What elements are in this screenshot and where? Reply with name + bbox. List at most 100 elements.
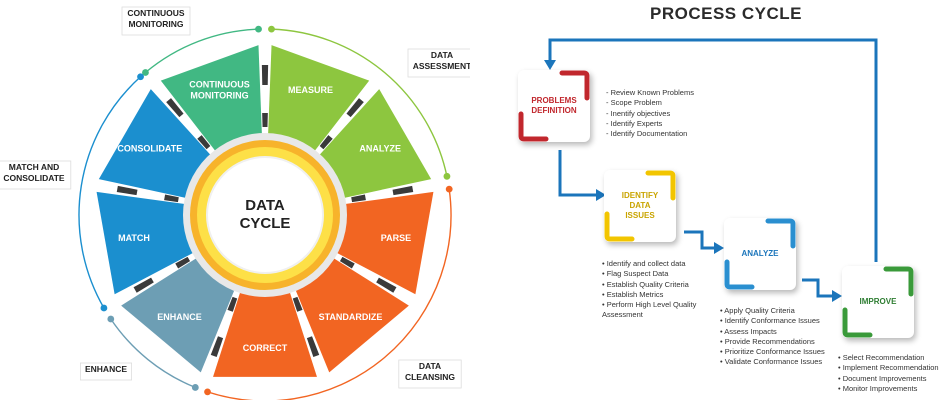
cycle-segment-label: PARSE: [381, 233, 411, 243]
list-item: Flag Suspect Data: [602, 269, 707, 279]
list-item: Review Known Problems: [606, 88, 694, 98]
segment-divider: [339, 256, 355, 269]
arc-endpoint-dot: [255, 25, 262, 33]
list-item: Scope Problem: [606, 98, 694, 108]
phase-label-continuous-monitoring-box: [121, 6, 191, 36]
arrowhead: [596, 189, 606, 201]
feedback-loop-arrow: [548, 38, 878, 262]
outer-phase-arc: [271, 28, 448, 177]
arc-endpoint-dot: [137, 73, 144, 81]
phase-label-enhance-box: [80, 362, 133, 381]
cycle-segment-continuous-monitoring: [160, 45, 262, 152]
stage-card-analyze: ANALYZE: [724, 218, 796, 290]
list-item: Establish Quality Criteria: [602, 280, 707, 290]
list-item: Select Recommendation: [838, 353, 939, 363]
cycle-segment-label: ANALYZE: [359, 144, 401, 154]
data-cycle-wheel: DATA CYCLE MEASUREANALYZEPARSESTANDARDIZ…: [0, 6, 477, 402]
phase-label-enhance: ENHANCE: [85, 364, 127, 374]
segment-divider: [346, 98, 364, 118]
list-item: Identify and collect data: [602, 259, 707, 269]
cycle-segment-consolidate: [98, 89, 212, 199]
stage-corner-decor: [842, 266, 914, 338]
cycle-segment-match: [96, 191, 195, 295]
outer-phase-arc: [144, 28, 259, 74]
list-item: Identify Experts: [606, 119, 694, 129]
segment-divider: [392, 185, 414, 196]
segment-divider: [133, 277, 154, 293]
arc-endpoint-dot: [100, 304, 108, 312]
hub-title-line2: CYCLE: [240, 215, 291, 232]
segment-divider: [319, 135, 333, 150]
cycle-segment-label: MATCH: [118, 233, 150, 243]
cycle-segment-analyze: [318, 89, 432, 199]
cycle-segment-parse: [335, 191, 434, 295]
cycle-segment-label: CORRECT: [243, 343, 288, 353]
cycle-segment-measure: [268, 45, 370, 152]
stage-corner-decor: [724, 218, 796, 290]
list-item: Perform High Level Quality Assessment: [602, 300, 707, 321]
list-item: Implement Recommendation: [838, 363, 939, 373]
cycle-segment-standardize: [295, 257, 409, 373]
arrow-problems-to-identify: [558, 150, 598, 197]
process-cycle-title: PROCESS CYCLE: [650, 4, 802, 23]
segment-divider: [175, 256, 191, 269]
arc-endpoint-dot: [142, 69, 149, 76]
outer-phase-arc: [78, 76, 142, 309]
list-item: Prioritize Conformance Issues: [720, 347, 825, 357]
stage-bullets-analyze: Apply Quality Criteria Identify Conforma…: [720, 306, 825, 368]
cycle-segment-label: MEASURE: [288, 85, 333, 95]
list-item: Establish Metrics: [602, 290, 707, 300]
list-item: Apply Quality Criteria: [720, 306, 825, 316]
segment-divider: [262, 113, 268, 128]
process-arrows: [544, 38, 878, 302]
outer-phase-arc: [110, 318, 196, 389]
cycle-segment-correct: [213, 291, 317, 377]
cycle-segment-enhance: [121, 257, 235, 373]
hub-title-line1: DATA: [245, 197, 285, 214]
list-item: Validate Conformance Issues: [720, 357, 825, 367]
segment-divider: [164, 194, 179, 203]
segment-divider: [261, 65, 269, 86]
list-item: Assess Impacts: [720, 327, 825, 337]
phase-label-data-assessment-box: [407, 48, 477, 78]
segment-divider: [306, 336, 320, 357]
list-item: Identify Conformance Issues: [720, 316, 825, 326]
hub-center: [206, 156, 324, 274]
stage-corner-decor: [604, 170, 676, 242]
segment-divider: [351, 194, 366, 203]
arc-endpoint-dot: [107, 315, 115, 323]
arrow-identify-to-analyze: [684, 230, 716, 250]
segment-divider: [197, 135, 211, 150]
segment-divider: [376, 277, 397, 293]
stage-bullets-identify-data-issues: Identify and collect data Flag Suspect D…: [602, 259, 707, 321]
arrowhead: [832, 290, 842, 302]
segment-divider: [227, 296, 238, 312]
arrowhead: [544, 60, 556, 70]
arc-endpoint-dot: [445, 185, 453, 193]
phase-label-match-and-consolidate-box: [0, 160, 72, 190]
stage-label: IMPROVE: [859, 297, 897, 306]
stage-bullets-problems-definition: Review Known Problems Scope Problem Inen…: [606, 88, 694, 139]
stage-card-improve: IMPROVE: [842, 266, 914, 338]
stage-label: ANALYZE: [741, 249, 779, 258]
list-item: Document Improvements: [838, 374, 939, 384]
cycle-segment-label: CONSOLIDATE: [117, 144, 182, 154]
list-item: Monitor Improvements: [838, 384, 939, 394]
arrowhead: [714, 242, 724, 254]
segment-divider: [292, 296, 303, 312]
list-item: Provide Recommendations: [720, 337, 825, 347]
arc-endpoint-dot: [191, 384, 199, 391]
phase-label-data-cleansing-box: [398, 359, 462, 389]
cycle-segment-label: ENHANCE: [157, 312, 202, 322]
